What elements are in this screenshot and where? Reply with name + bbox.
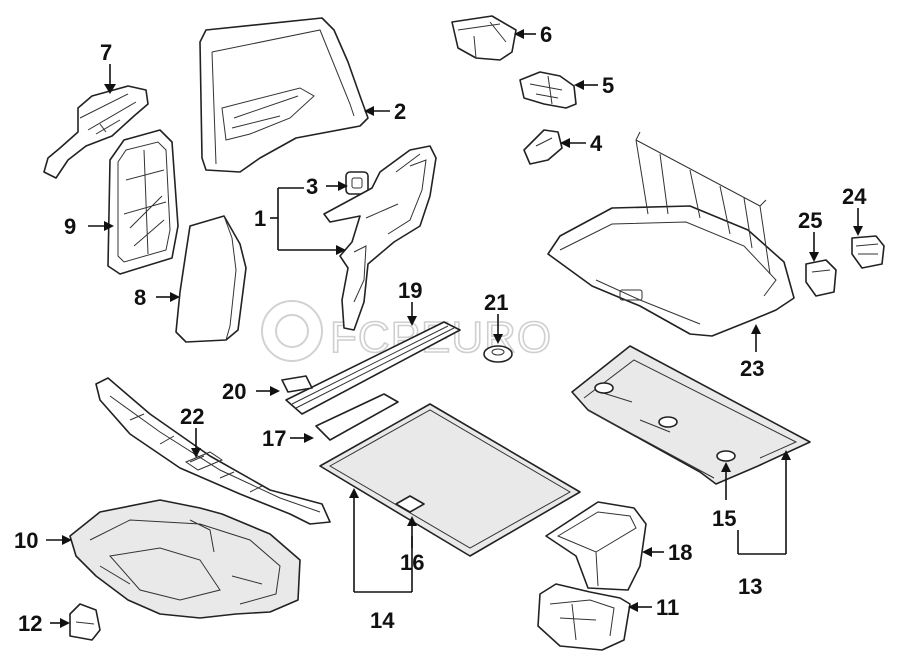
part-12-holder[interactable] — [69, 603, 101, 641]
callout-numbers: 7 9 8 2 3 1 6 5 4 24 25 23 21 19 20 17 2… — [14, 22, 867, 636]
part-8-side-pad[interactable] — [175, 215, 247, 343]
callout-10: 10 — [14, 528, 38, 553]
part-14-floor-panel[interactable] — [319, 403, 581, 557]
part-10-tray[interactable] — [69, 499, 301, 619]
part-20-block[interactable] — [281, 375, 313, 393]
callout-25: 25 — [798, 208, 822, 233]
callout-12: 12 — [18, 611, 42, 636]
part-7-bracket[interactable] — [43, 85, 149, 179]
callout-2: 2 — [394, 99, 406, 124]
part-21-grommet[interactable] — [483, 345, 513, 363]
part-9-window-panel[interactable] — [107, 129, 179, 275]
callout-15: 15 — [712, 506, 736, 531]
callout-9: 9 — [64, 214, 76, 239]
callout-4: 4 — [590, 131, 603, 156]
callout-8: 8 — [134, 285, 146, 310]
part-18-storage-box[interactable] — [545, 501, 647, 591]
part-22-sill-plate[interactable] — [95, 377, 331, 525]
part-3-clip[interactable] — [345, 171, 369, 195]
part-13-rear-floor[interactable] — [571, 345, 811, 485]
callout-3: 3 — [306, 174, 318, 199]
leader-lines — [46, 29, 863, 628]
callout-24: 24 — [842, 184, 867, 209]
callout-22: 22 — [180, 404, 204, 429]
part-19-sill-rail[interactable] — [285, 321, 461, 415]
callout-23: 23 — [740, 356, 764, 381]
part-24-clip[interactable] — [851, 235, 885, 269]
part-23-cargo-cover[interactable] — [547, 131, 795, 337]
callout-17: 17 — [262, 426, 286, 451]
callout-19: 19 — [398, 278, 422, 303]
part-11-bracket[interactable] — [537, 583, 631, 651]
callout-6: 6 — [540, 22, 552, 47]
part-5-bracket[interactable] — [519, 71, 577, 109]
callout-21: 21 — [484, 290, 508, 315]
part-17-strip[interactable] — [315, 393, 399, 441]
part-1-pillar-trim[interactable] — [323, 145, 437, 331]
callout-13: 13 — [738, 574, 762, 599]
callout-16: 16 — [400, 550, 424, 575]
callout-11: 11 — [656, 595, 679, 620]
callout-20: 20 — [222, 379, 246, 404]
part-6-cover[interactable] — [451, 15, 517, 61]
part-4-clip[interactable] — [523, 129, 563, 165]
callout-14: 14 — [370, 608, 395, 633]
part-2-side-trim-panel[interactable] — [199, 17, 369, 173]
part-25-clip[interactable] — [805, 259, 837, 297]
callout-5: 5 — [602, 73, 614, 98]
callout-7: 7 — [100, 40, 112, 65]
callout-18: 18 — [668, 540, 692, 565]
callout-1: 1 — [254, 206, 266, 231]
